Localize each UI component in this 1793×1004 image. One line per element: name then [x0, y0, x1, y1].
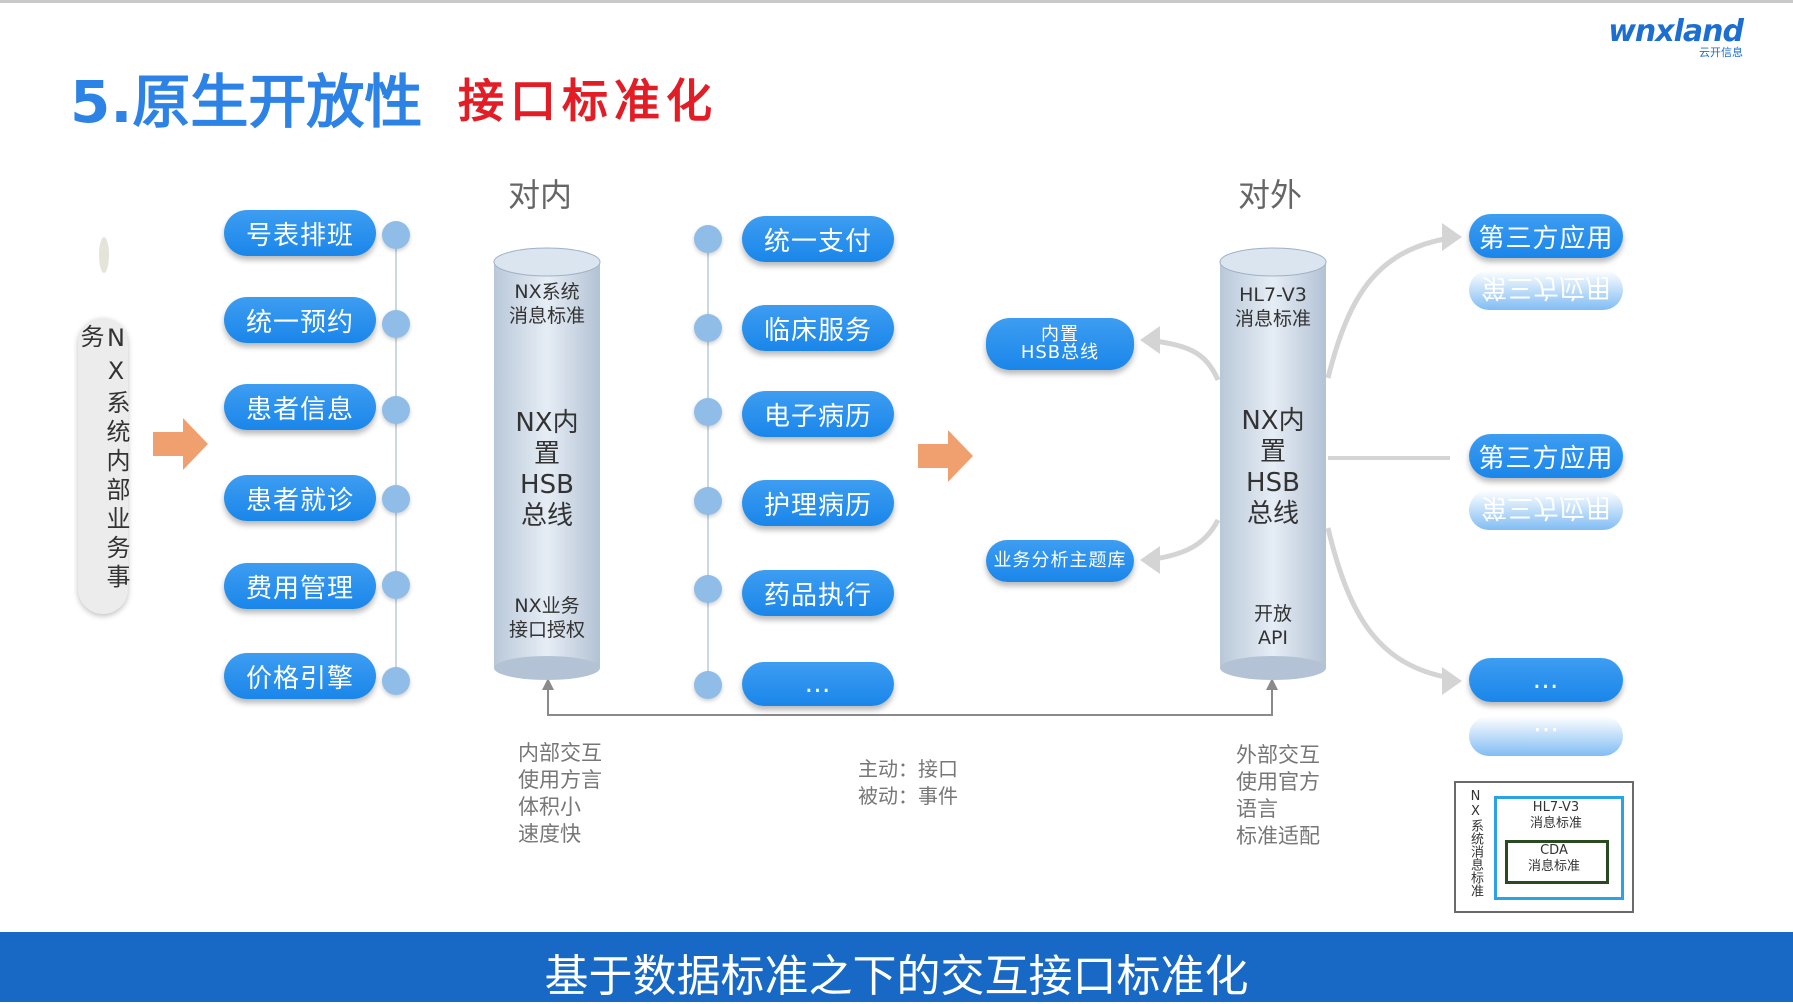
legend-hl7-label: HL7-V3 消息标准 — [1529, 800, 1582, 831]
legend-vertical-label: NX系统消息标准 — [1468, 789, 1483, 897]
footer-bar — [0, 932, 1793, 1002]
sideband-label: NX系统内部业务事务 — [76, 324, 130, 593]
connector-dot — [694, 225, 722, 253]
outer-cylinder-bottom-label: 开放 API — [1253, 603, 1292, 649]
service-more[interactable]: … — [742, 662, 894, 706]
bracket-arrowhead-left — [542, 678, 554, 690]
brand-logo-subtitle: 云开信息 — [1699, 46, 1743, 59]
connector-dot — [382, 221, 410, 249]
service-patient-info[interactable]: 患者信息 — [224, 384, 376, 430]
brand-logo: wnxland — [1608, 14, 1744, 49]
note-middle: 主动：接口 被动：事件 — [858, 757, 958, 808]
orange-arrow-right — [918, 430, 973, 482]
connector-dot — [382, 310, 410, 338]
note-external: 外部交互 使用官方 语言 标准适配 — [1236, 743, 1320, 848]
inner-cylinder-shape — [493, 247, 601, 680]
legend-cda-label: CDA 消息标准 — [1527, 843, 1580, 874]
legend-hl7-box — [1494, 796, 1624, 900]
service-drug-execution[interactable]: 药品执行 — [742, 570, 894, 616]
service-schedule[interactable]: 号表排班 — [224, 210, 376, 256]
third-party-app-more[interactable]: … — [1469, 658, 1623, 702]
service-billing[interactable]: 费用管理 — [224, 563, 376, 609]
service-unified-payment[interactable]: 统一支付 — [742, 216, 894, 262]
node-builtin-hsb[interactable]: 内置 HSB总线 — [986, 318, 1134, 370]
outer-cylinder-shape — [1219, 247, 1327, 680]
top-border — [0, 0, 1793, 3]
inner-cylinder-bottom-label: NX业务 接口授权 — [508, 595, 585, 641]
page-subtitle: 接口标准化 — [458, 74, 718, 128]
node-business-analysis[interactable]: 业务分析主题库 — [986, 540, 1134, 582]
service-patient-visit[interactable]: 患者就诊 — [224, 475, 376, 521]
service-price-engine[interactable]: 价格引擎 — [224, 653, 376, 699]
connector-dot — [694, 487, 722, 515]
arrow-to-third-party-1 — [1325, 235, 1451, 379]
inner-cylinder-top-label: NX系统 消息标准 — [508, 281, 585, 327]
third-party-app-more-reflection: … — [1469, 716, 1623, 756]
connector-dot — [694, 671, 722, 699]
page-title: 5.原生开放性 — [70, 68, 423, 136]
connector-dot — [694, 314, 722, 342]
service-nursing-record[interactable]: 护理病历 — [742, 480, 894, 526]
nx-internal-business-band: NX系统内部业务事务 — [76, 318, 130, 614]
bottom-bracket-line — [547, 684, 1273, 716]
third-party-app-2-reflection: 第三方应用 — [1469, 490, 1623, 530]
service-clinical[interactable]: 临床服务 — [742, 305, 894, 351]
third-party-app-1-reflection: 第三方应用 — [1469, 270, 1623, 310]
outer-cylinder-mid-label: NX内 置 HSB 总线 — [1241, 406, 1305, 529]
legend-cda-box — [1505, 840, 1609, 884]
connector-dot — [382, 396, 410, 424]
note-internal: 内部交互 使用方言 体积小 速度快 — [518, 741, 602, 846]
standards-legend — [1454, 781, 1634, 913]
footer-caption: 基于数据标准之下的交互接口标准化 — [544, 951, 1249, 1002]
outer-cylinder-top-label: HL7-V3 消息标准 — [1234, 284, 1311, 330]
connector-dot — [382, 485, 410, 513]
service-appointment[interactable]: 统一预约 — [224, 297, 376, 343]
connector-dot — [694, 575, 722, 603]
connector-dot — [382, 667, 410, 695]
service-emr[interactable]: 电子病历 — [742, 391, 894, 437]
connector-dot — [694, 398, 722, 426]
inner-cylinder-mid-label: NX内 置 HSB 总线 — [515, 408, 579, 531]
connector-dot — [382, 571, 410, 599]
decor-oval — [99, 237, 109, 273]
orange-arrow-left — [153, 418, 208, 470]
third-party-app-1[interactable]: 第三方应用 — [1469, 214, 1623, 258]
heading-inner: 对内 — [508, 176, 573, 214]
arrow-to-third-party-3 — [1325, 527, 1451, 681]
heading-outer: 对外 — [1238, 176, 1303, 214]
bracket-arrowhead-right — [1266, 678, 1278, 690]
third-party-app-2[interactable]: 第三方应用 — [1469, 434, 1623, 478]
